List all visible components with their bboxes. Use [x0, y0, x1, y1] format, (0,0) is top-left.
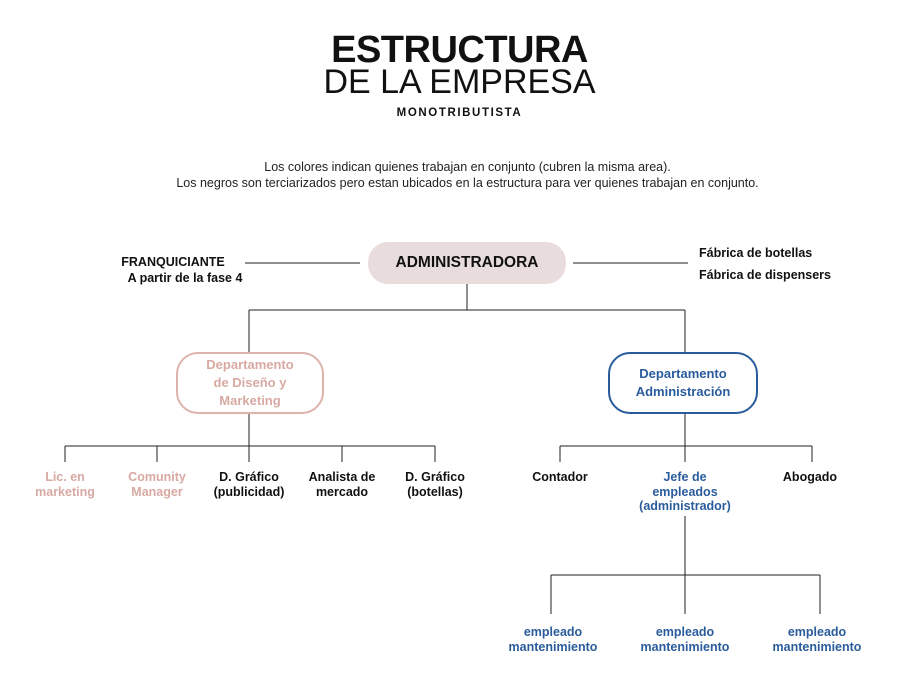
node-empleado-mantenimiento-1: empleado mantenimiento — [494, 625, 612, 654]
node-empleado-mantenimiento-2: empleado mantenimiento — [626, 625, 744, 654]
node-comunity-manager: Comunity Manager — [107, 470, 207, 499]
legend-note-line-2: Los negros son terciarizados pero estan … — [176, 176, 759, 190]
subtitle: MONOTRIBUTISTA — [396, 107, 523, 119]
node-jefe-empleados: Jefe de empleados (administrador) — [620, 470, 750, 514]
node-empleado-1-line-2: mantenimiento — [508, 639, 598, 654]
node-lic-marketing-line-1: Lic. en — [45, 470, 85, 484]
node-comunity-manager-line-2: Manager — [131, 484, 183, 499]
title-line-1: ESTRUCTURA — [331, 29, 588, 71]
node-departamento-administracion: Departamento Administración — [608, 352, 758, 414]
design-dept-line-3: Marketing — [219, 393, 281, 408]
node-abogado: Abogado — [755, 470, 865, 485]
node-empleado-2-line-2: mantenimiento — [640, 639, 730, 654]
side-franquiciante-line-1: FRANQUICIANTE — [121, 255, 225, 269]
node-grafico-publicidad-line-1: D. Gráfico — [219, 470, 279, 484]
side-fabricas-line-1: Fábrica de botellas — [699, 246, 813, 260]
node-comunity-manager-line-1: Comunity — [128, 470, 186, 484]
node-jefe-empleados-line-3: (administrador) — [639, 499, 731, 513]
side-franquiciante-line-2: A partir de la fase 4 — [127, 271, 243, 285]
admin-dept-line-1: Departamento — [639, 366, 727, 381]
node-empleado-3-line-2: mantenimiento — [772, 639, 862, 654]
node-contador-line-1: Contador — [532, 470, 588, 484]
node-jefe-empleados-line-2: empleados — [652, 484, 718, 499]
node-grafico-botellas: D. Gráfico (botellas) — [380, 470, 490, 499]
node-abogado-line-1: Abogado — [782, 470, 838, 484]
legend-note: Los colores indican quienes trabajan en … — [0, 159, 919, 191]
title-line-2: DE LA EMPRESA — [323, 63, 596, 101]
node-lic-marketing: Lic. en marketing — [15, 470, 115, 499]
node-grafico-publicidad: D. Gráfico (publicidad) — [194, 470, 304, 499]
node-empleado-3-line-1: empleado — [787, 625, 847, 639]
admin-dept-line-2: Administración — [635, 384, 731, 399]
node-grafico-botellas-line-1: D. Gráfico — [405, 470, 465, 484]
node-grafico-botellas-line-2: (botellas) — [407, 484, 463, 499]
node-empleado-mantenimiento-3: empleado mantenimiento — [758, 625, 876, 654]
side-fabricas: Fábrica de botellas Fábrica de dispenser… — [699, 242, 899, 286]
node-jefe-empleados-line-1: Jefe de — [663, 470, 707, 484]
legend-note-line-1: Los colores indican quienes trabajan en … — [264, 160, 671, 174]
node-grafico-publicidad-line-2: (publicidad) — [213, 484, 285, 499]
node-administradora: ADMINISTRADORA — [368, 242, 566, 284]
node-analista-mercado: Analista de mercado — [287, 470, 397, 499]
node-departamento-diseno-marketing: Departamento de Diseño y Marketing — [176, 352, 324, 414]
node-empleado-2-line-1: empleado — [655, 625, 715, 639]
design-dept-line-2: de Diseño y — [213, 375, 287, 390]
node-empleado-1-line-1: empleado — [523, 625, 583, 639]
side-franquiciante: FRANQUICIANTE A partir de la fase 4 — [100, 254, 270, 286]
design-dept-line-1: Departamento — [206, 357, 294, 372]
side-fabricas-line-2: Fábrica de dispensers — [699, 268, 832, 282]
node-contador: Contador — [505, 470, 615, 485]
node-analista-mercado-line-2: mercado — [315, 484, 369, 499]
node-lic-marketing-line-2: marketing — [35, 484, 95, 499]
node-analista-mercado-line-1: Analista de — [308, 470, 376, 484]
